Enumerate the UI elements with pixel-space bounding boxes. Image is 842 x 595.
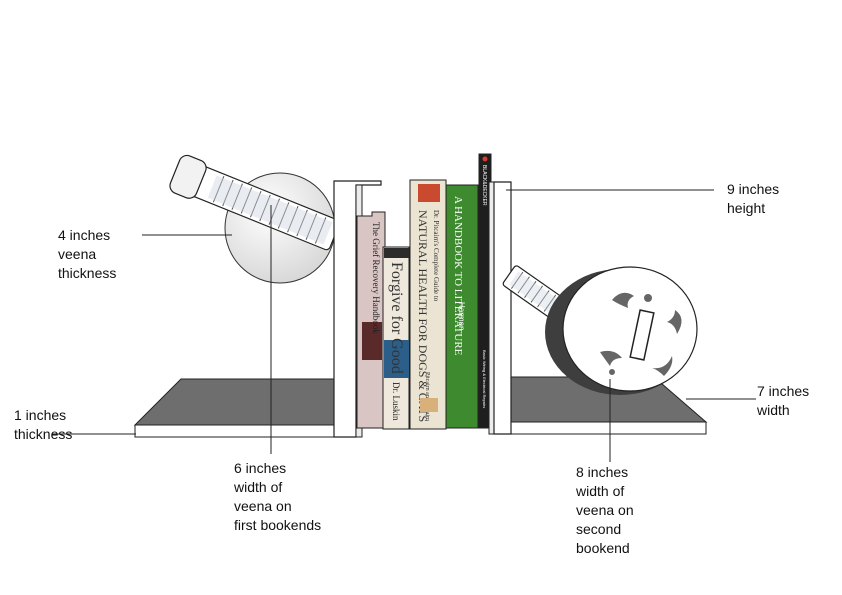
label-veena-thickness: 4 inches veena thickness	[58, 227, 117, 281]
first-veena	[169, 154, 340, 284]
book3-title: NATURAL HEALTH FOR DOGS & CATS	[416, 210, 430, 422]
book5-title: Basic Wiring & Electrical Repairs	[482, 350, 487, 408]
book2-title: Forgive for Good	[388, 262, 405, 374]
left-bookend-base	[133, 378, 361, 438]
book-grief-recovery-handbook: The Grief Recovery Handbook	[356, 211, 386, 429]
second-veena	[502, 265, 698, 395]
book4-title: A HANDBOOK TO LITERATURE	[452, 196, 464, 356]
leader-lines	[52, 189, 756, 462]
book-natural-health-dogs-cats: Dr. Pitcairn's Complete Guide to NATURAL…	[409, 179, 447, 430]
book1-title: The Grief Recovery Handbook	[371, 222, 381, 334]
label-second-veena-width: 8 inches width of veena on second booken…	[576, 464, 634, 556]
book3-author: Pitcairn and Pitcairn	[424, 372, 430, 421]
label-width: 7 inches width	[757, 383, 810, 418]
book5-brand: BLACK&DECKER	[481, 165, 487, 206]
right-bookend-upright	[488, 181, 512, 435]
label-first-veena-width: 6 inches width of veena on first bookend…	[234, 460, 322, 533]
book3-subtitle: Dr. Pitcairn's Complete Guide to	[432, 210, 440, 302]
label-height: 9 inches height	[727, 181, 780, 216]
label-thickness: 1 inches thickness	[14, 407, 73, 442]
book2-author: Dr. Luskin	[391, 382, 401, 421]
book-handbook-to-literature: A HANDBOOK TO LITERATURE Harmon	[445, 184, 479, 429]
book-forgive-for-good: Forgive for Good Dr. Luskin	[382, 246, 410, 430]
book4-author: Harmon	[457, 302, 466, 330]
